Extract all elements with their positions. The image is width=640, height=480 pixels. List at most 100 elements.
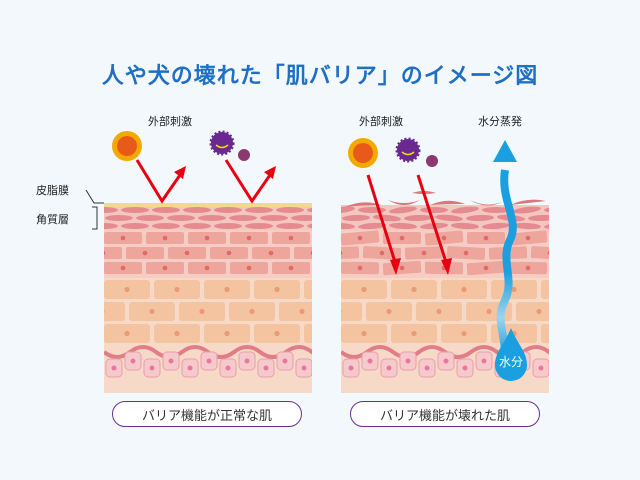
cell-nucleus — [436, 308, 442, 315]
cell-nucleus — [49, 309, 54, 314]
cell-nucleus — [357, 265, 363, 271]
corneum-cell — [105, 215, 133, 221]
corneum-cell — [420, 207, 448, 213]
cell-nucleus — [561, 331, 566, 336]
cell-nucleus — [301, 365, 307, 371]
corneum-cell — [198, 215, 226, 221]
damaged-skin-cross-section — [311, 205, 589, 393]
cell-nucleus — [130, 358, 136, 364]
skin-cell — [104, 247, 122, 259]
cell-nucleus — [104, 250, 106, 256]
cell-nucleus — [568, 266, 573, 271]
cell-nucleus — [405, 358, 411, 364]
sebum-label: 皮脂膜 — [36, 184, 69, 197]
water-evaporation-path — [496, 169, 517, 356]
cell-nucleus — [483, 265, 489, 271]
cell-nucleus — [341, 309, 342, 314]
cell-nucleus — [226, 250, 232, 256]
corneum-cell — [311, 213, 340, 223]
cell-nucleus — [357, 235, 363, 241]
reflected-arrows — [135, 159, 272, 204]
skin-cell — [551, 232, 589, 244]
cell-nucleus — [561, 287, 566, 292]
external-stimulus-label: 外部刺激 — [148, 115, 192, 128]
corneum-cell — [121, 223, 149, 229]
corneum-cell — [482, 207, 510, 213]
cell-nucleus — [199, 308, 205, 315]
water-label: 水分 — [499, 355, 524, 369]
skin-cell — [541, 324, 549, 343]
corneum-cell — [482, 222, 510, 230]
cell-nucleus — [348, 365, 354, 371]
cell-nucleus — [74, 287, 79, 292]
cell-nucleus — [486, 308, 492, 315]
germ-icon — [395, 137, 421, 163]
cell-nucleus — [525, 235, 531, 241]
cell-nucleus — [386, 308, 392, 315]
corneum-cell — [341, 222, 355, 230]
cell-nucleus — [481, 358, 487, 364]
cell-nucleus — [120, 265, 126, 271]
corneum-cell — [136, 215, 164, 221]
corneum-cell — [276, 207, 304, 213]
corneum-cell — [104, 223, 118, 229]
penetrating-arrows — [366, 174, 448, 263]
cell-nucleus — [361, 330, 367, 337]
cell-nucleus — [174, 286, 180, 293]
cell-nucleus — [379, 250, 385, 256]
skin-cell — [54, 280, 100, 299]
corneum-cell — [74, 215, 102, 221]
cell-nucleus — [538, 365, 544, 371]
corneum-cell — [276, 223, 304, 229]
lower-dermis — [341, 380, 549, 393]
corneum-cell — [342, 214, 370, 222]
cell-nucleus — [463, 250, 469, 256]
cell-nucleus — [224, 286, 230, 293]
corneum-cell — [214, 207, 242, 213]
cell-nucleus — [282, 358, 288, 364]
corneum-cell — [358, 222, 386, 230]
cell-nucleus — [399, 235, 405, 241]
corneum-cell — [229, 215, 257, 221]
corneum-label: 角質層 — [36, 213, 69, 226]
corneum-bracket — [92, 206, 98, 230]
cell-nucleus — [124, 286, 130, 293]
corneum-cell — [307, 207, 312, 213]
cell-nucleus — [461, 330, 467, 337]
caption-normal-skin: バリア機能が正常な肌 — [112, 401, 302, 427]
cell-nucleus — [536, 308, 542, 315]
skin-cell — [29, 302, 75, 321]
cell-nucleus — [204, 265, 210, 271]
skin-cell — [304, 324, 312, 343]
corneum-cell — [451, 206, 479, 214]
corneum-cell — [389, 222, 417, 230]
cell-nucleus — [331, 236, 336, 241]
cell-nucleus — [361, 286, 367, 293]
corneum-cell — [451, 222, 479, 230]
corneum-cell — [245, 207, 273, 213]
skin-cell — [341, 246, 360, 260]
cell-nucleus — [547, 250, 549, 256]
corneum-cell — [513, 206, 541, 214]
sun-icon — [348, 138, 378, 168]
cell-nucleus — [268, 250, 274, 256]
corneum-cell — [544, 207, 549, 213]
germ-icon — [238, 149, 250, 161]
cell-nucleus — [174, 330, 180, 337]
lower-dermis — [104, 380, 312, 393]
sun-icon — [112, 131, 142, 161]
corneum-cell — [104, 207, 118, 213]
corneum-cell — [528, 214, 549, 222]
corneum-cell — [358, 207, 386, 213]
corneum-cell — [121, 207, 149, 213]
corneum-cell — [152, 223, 180, 229]
cell-nucleus — [316, 236, 321, 241]
cell-nucleus — [288, 265, 294, 271]
cell-nucleus — [411, 330, 417, 337]
cell-nucleus — [324, 287, 329, 292]
cell-nucleus — [288, 235, 294, 241]
skin-cell — [530, 246, 549, 260]
cell-nucleus — [483, 235, 489, 241]
skin-cell — [104, 302, 125, 321]
cell-nucleus — [331, 266, 336, 271]
